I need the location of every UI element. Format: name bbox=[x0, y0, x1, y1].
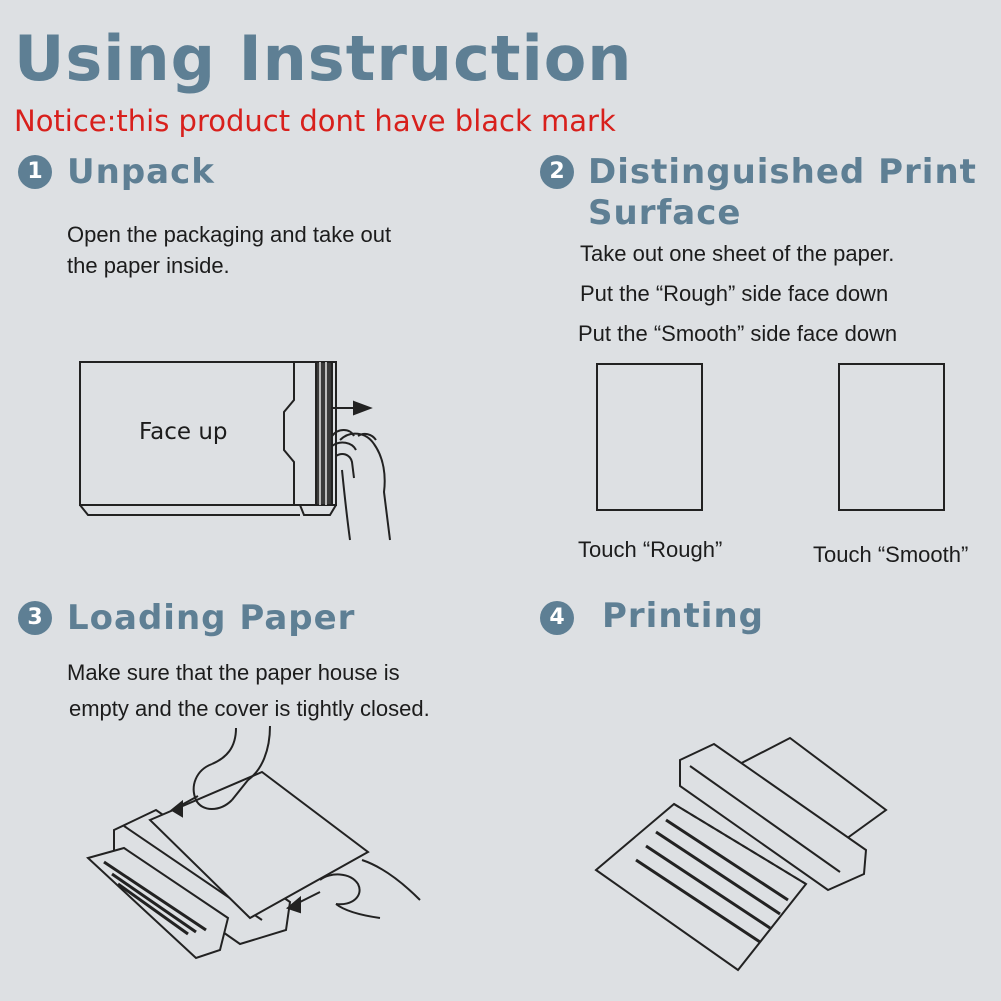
step-1-text-line-1: Open the packaging and take out bbox=[67, 222, 392, 247]
step-1-text-line-2: the paper inside. bbox=[67, 253, 230, 278]
step-2-number-badge: 2 bbox=[540, 155, 574, 189]
step-2-text-line-2: Put the “Rough” side face down bbox=[580, 281, 889, 306]
notice-text: Notice:this product dont have black mark bbox=[14, 104, 616, 138]
rough-sheet bbox=[596, 363, 703, 511]
page-title: Using Instruction bbox=[14, 22, 633, 95]
step-2-title-line-2: Surface bbox=[588, 193, 742, 233]
step-3-text-line-1: Make sure that the paper house is bbox=[67, 660, 400, 685]
step-1-title: Unpack bbox=[67, 152, 215, 192]
step-4-title: Printing bbox=[602, 596, 764, 636]
touch-rough-caption: Touch “Rough” bbox=[578, 537, 723, 562]
touch-smooth-caption: Touch “Smooth” bbox=[813, 542, 969, 567]
step-2-text-line-3: Put the “Smooth” side face down bbox=[578, 321, 898, 346]
step-3-number-badge: 3 bbox=[18, 601, 52, 635]
step-2-text-line-1: Take out one sheet of the paper. bbox=[580, 241, 895, 266]
step-1-number-badge: 1 bbox=[18, 155, 52, 189]
step-4-number-badge: 4 bbox=[540, 601, 574, 635]
face-up-label: Face up bbox=[139, 419, 228, 445]
step-3-title: Loading Paper bbox=[67, 598, 356, 638]
step-3-text-line-2: empty and the cover is tightly closed. bbox=[69, 696, 430, 721]
step-2-title-line-1: Distinguished Print bbox=[588, 152, 977, 192]
smooth-sheet bbox=[838, 363, 945, 511]
